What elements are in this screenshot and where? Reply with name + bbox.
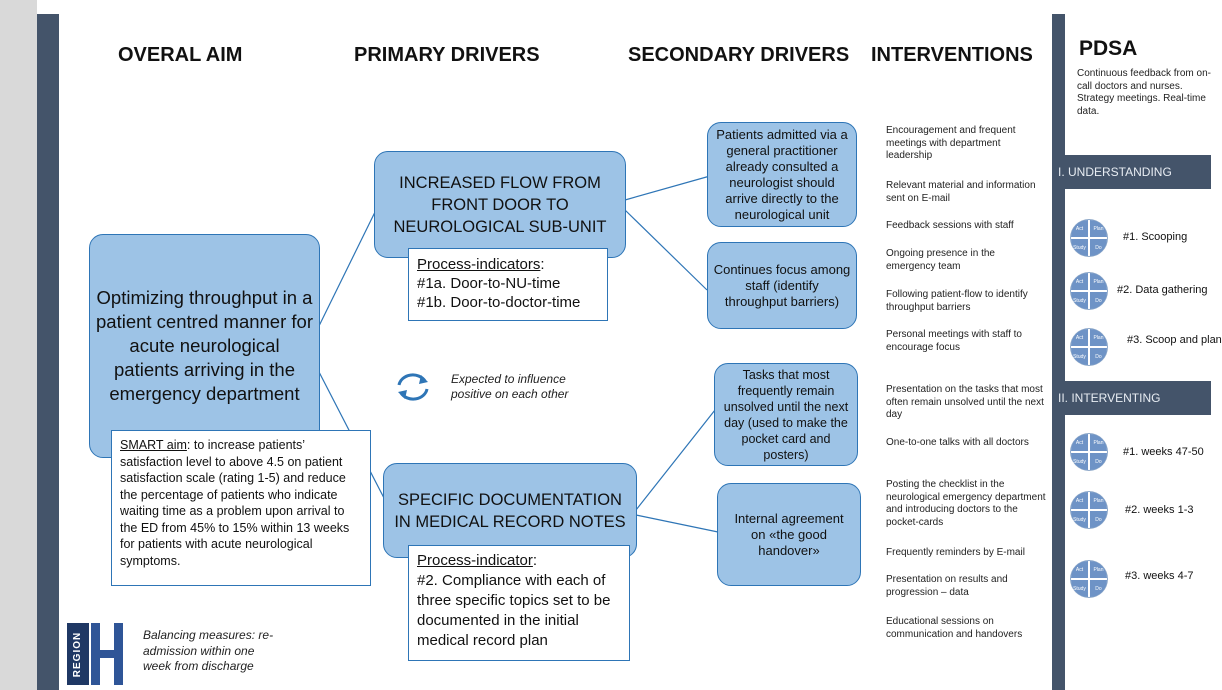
intervention-item: Relevant material and information sent o… <box>886 180 1036 204</box>
balancing-measures-note: Balancing measures: re-admission within … <box>143 628 274 673</box>
pdsa-quadrant: Act <box>1071 492 1088 509</box>
secondary-driver-text: Continues focus among staff (identify th… <box>713 261 851 309</box>
pdsa-quadrant: Act <box>1071 434 1088 451</box>
left-accent-strip <box>37 14 59 690</box>
intervention-item: Posting the checklist in the neurologica… <box>886 479 1046 528</box>
left-margin <box>0 0 37 690</box>
pdsa-quadrant: Act <box>1071 561 1088 578</box>
phase-understanding: I. UNDERSTANDING <box>1052 155 1211 189</box>
secondary-driver-unsolved-tasks: Tasks that most frequently remain unsolv… <box>714 363 858 466</box>
intervention-item: Presentation on the tasks that most ofte… <box>886 384 1044 420</box>
pdsa-description: Continuous feedback from on-call doctors… <box>1077 68 1211 117</box>
overall-aim-text: Optimizing throughput in a patient centr… <box>96 287 313 404</box>
cycle-label: #1. Scooping <box>1123 231 1188 243</box>
pdsa-quadrant: Act <box>1071 220 1088 237</box>
intervention-item: Following patient-flow to identify throu… <box>886 289 1028 313</box>
secondary-driver-staff-focus: Continues focus among staff (identify th… <box>707 242 857 329</box>
overall-aim-box: Optimizing throughput in a patient centr… <box>89 234 320 458</box>
intervention-item: Presentation on results and progression … <box>886 574 1008 598</box>
process-indicators-colon: : <box>540 256 545 273</box>
process-indicator-label: Process-indicator <box>417 552 533 569</box>
h-logo-icon <box>91 623 123 685</box>
smart-aim-label: SMART aim <box>120 438 187 452</box>
pdsa-quadrant: Act <box>1071 273 1088 290</box>
secondary-driver-gp-admission: Patients admitted via a general practiti… <box>707 122 857 227</box>
cycle-arrows-icon <box>397 373 429 401</box>
pdsa-quadrant: Act <box>1071 329 1088 346</box>
intervention-item: Feedback sessions with staff <box>886 220 1014 231</box>
influence-note: Expected to influence positive on each o… <box>451 372 569 401</box>
primary-driver-documentation: SPECIFIC DOCUMENTATION IN MEDICAL RECORD… <box>383 463 637 558</box>
process-indicator-colon: : <box>532 552 538 569</box>
process-indicator-box: Process-indicator: #2. Compliance with e… <box>408 545 630 661</box>
smart-aim-box: SMART aim: to increase patients’ satisfa… <box>111 430 371 586</box>
header-secondary-drivers: SECONDARY DRIVERS <box>628 44 850 66</box>
region-logo: REGION <box>67 623 89 685</box>
header-interventions: INTERVENTIONS <box>871 44 1033 66</box>
cycle-label: #1. weeks 47-50 <box>1123 446 1204 458</box>
header-primary-drivers: PRIMARY DRIVERS <box>354 44 540 66</box>
region-logo-text: REGION <box>72 631 84 677</box>
cycle-label: #2. Data gathering <box>1117 284 1208 296</box>
primary-driver-documentation-title: SPECIFIC DOCUMENTATION IN MEDICAL RECORD… <box>394 490 626 531</box>
primary-driver-flow: INCREASED FLOW FROM FRONT DOOR TO NEUROL… <box>374 151 626 258</box>
intervention-item: One-to-one talks with all doctors <box>886 437 1029 448</box>
secondary-driver-text: Tasks that most frequently remain unsolv… <box>723 367 849 462</box>
intervention-item: Frequently reminders by E-mail <box>886 547 1025 558</box>
indicator-2: #2. Compliance with each of three specif… <box>417 572 611 649</box>
secondary-driver-good-handover: Internal agreement on «the good handover… <box>717 483 861 586</box>
intervention-item: Personal meetings with staff to encourag… <box>886 329 1022 353</box>
smart-aim-text: : to increase patients’ satisfaction lev… <box>120 438 350 568</box>
primary-driver-flow-title: INCREASED FLOW FROM FRONT DOOR TO NEUROL… <box>393 173 607 236</box>
indicator-1a: #1a. Door-to-NU-time <box>417 275 561 292</box>
cycle-label: #3. weeks 4-7 <box>1125 570 1194 582</box>
cycle-label: #2. weeks 1-3 <box>1125 504 1194 516</box>
intervention-item: Educational sessions on communication an… <box>886 616 1023 640</box>
secondary-driver-text: Patients admitted via a general practiti… <box>716 126 848 222</box>
indicator-1b: #1b. Door-to-doctor-time <box>417 294 581 311</box>
cycle-label: #3. Scoop and plan <box>1127 334 1222 346</box>
intervention-item: Encouragement and frequent meetings with… <box>886 125 1016 161</box>
secondary-driver-text: Internal agreement on «the good handover… <box>734 510 844 558</box>
intervention-item: Ongoing presence in the emergency team <box>886 248 995 272</box>
header-overall-aim: OVERAL AIM <box>118 44 243 66</box>
process-indicators-box: Process-indicators: #1a. Door-to-NU-time… <box>408 248 608 321</box>
process-indicators-label: Process-indicators <box>417 256 541 273</box>
phase-intervening: II. INTERVENTING <box>1052 381 1211 415</box>
pdsa-title: PDSA <box>1079 37 1138 60</box>
